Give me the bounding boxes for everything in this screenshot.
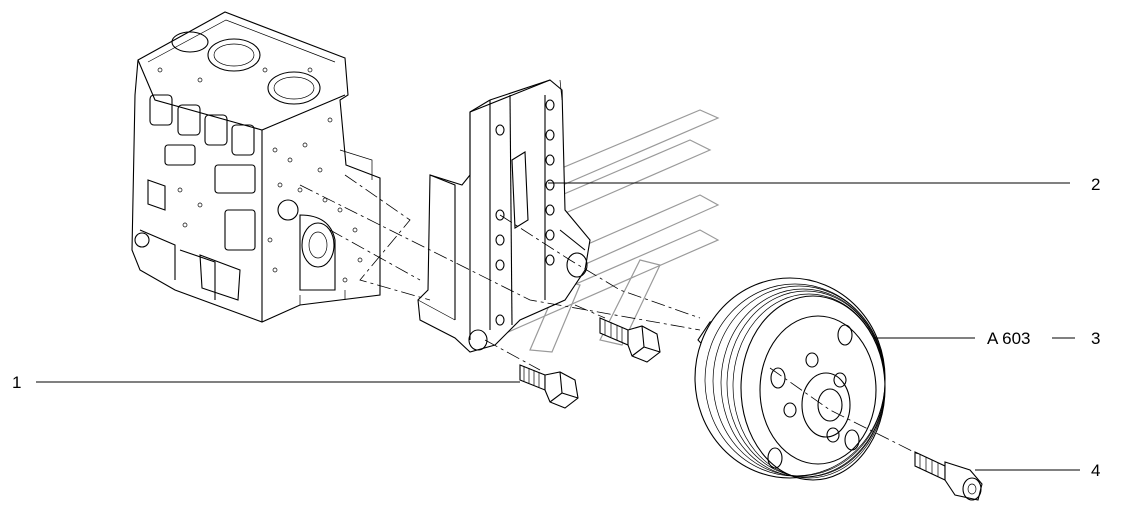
assembly-axes: [299, 174, 921, 456]
pulley-bolt: [914, 451, 983, 501]
engine-block: [131, 11, 381, 323]
callout-3-number: 3: [1091, 329, 1100, 348]
water-pump-pulley: [694, 277, 886, 481]
callout-2-number: 2: [1091, 175, 1100, 194]
callout-1-number: 1: [12, 373, 21, 392]
leader-lines: [36, 182, 1080, 471]
support-bracket: [417, 79, 591, 353]
bracket-bolt-upper: [599, 317, 661, 363]
bracket-bolt: [519, 364, 579, 409]
callout-4-number: 4: [1091, 461, 1100, 480]
callout-3-reference: A 603: [987, 329, 1031, 348]
